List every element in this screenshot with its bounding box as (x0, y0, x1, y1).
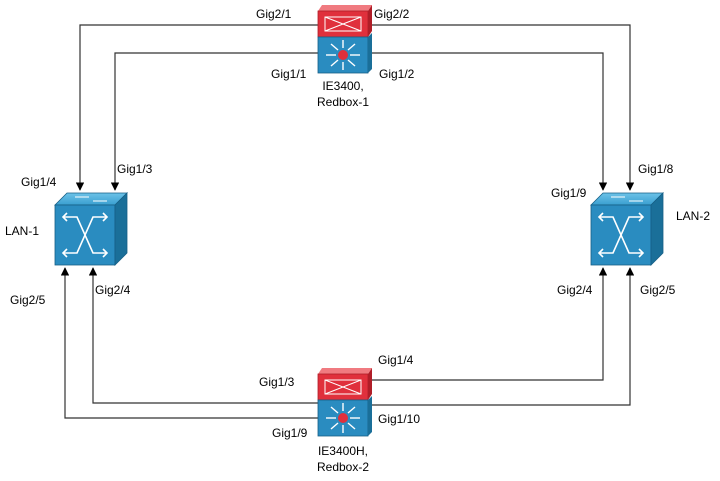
redbox-2-device[interactable] (317, 368, 372, 437)
port-label: Gig2/4 (557, 283, 593, 297)
redbox-1-device[interactable] (317, 5, 372, 74)
port-label: Gig1/10 (378, 412, 420, 426)
port-label: Gig2/4 (95, 283, 131, 297)
multilayer-switch-icon (317, 33, 372, 74)
lan-1-label: LAN-1 (5, 224, 39, 238)
redbox-1-caption-line1: IE3400, (322, 79, 363, 93)
port-label: Gig1/3 (259, 375, 295, 389)
firewall-icon (317, 5, 372, 38)
port-label: Gig2/5 (640, 283, 676, 297)
link-r2-gig1-4-to-lan2-gig2-4 (372, 267, 608, 381)
links (60, 24, 635, 419)
redbox-1-caption-line2: Redbox-1 (317, 95, 369, 109)
redbox-2-caption-line2: Redbox-2 (317, 460, 369, 474)
switch-arrows-icon (61, 212, 109, 258)
switch-top-face (590, 192, 664, 206)
port-label: Gig2/2 (374, 7, 410, 21)
link-r2-gig1-9-to-lan1-gig2-5 (60, 267, 318, 419)
lan-2-label: LAN-2 (676, 209, 710, 223)
redbox-2-caption-line1: IE3400H, (318, 444, 368, 458)
switch-side-face (650, 192, 664, 266)
switch-side-face (114, 192, 128, 266)
link-r2-gig1-10-to-lan2-gig2-5 (372, 267, 635, 406)
multilayer-switch-icon (317, 396, 372, 437)
lan-1-switch[interactable] (54, 192, 128, 266)
link-r1-gig1-2-to-lan2-gig1-9 (372, 52, 608, 191)
port-label: Gig1/4 (378, 353, 414, 367)
switch-arrows-icon (597, 212, 645, 258)
link-r1-gig2-2-to-lan2-gig1-8 (372, 24, 635, 191)
port-label: Gig1/1 (271, 67, 307, 81)
link-r1-gig1-1-to-lan1-gig1-3 (110, 52, 318, 191)
port-label: Gig1/3 (117, 162, 153, 176)
switch-top-face (54, 192, 128, 206)
port-label: Gig1/2 (379, 67, 415, 81)
link-r2-gig1-3-to-lan1-gig2-4 (88, 267, 318, 404)
port-label: Gig2/1 (256, 7, 292, 21)
link-r1-gig2-1-to-lan1-gig1-4 (75, 24, 318, 191)
port-labels: Gig2/1 Gig2/2 Gig1/1 Gig1/2 Gig1/4 Gig1/… (10, 7, 676, 440)
port-label: Gig1/9 (272, 426, 308, 440)
port-label: Gig1/8 (638, 162, 674, 176)
firewall-icon (317, 368, 372, 401)
port-label: Gig1/9 (551, 186, 587, 200)
port-label: Gig2/5 (10, 293, 46, 307)
port-label: Gig1/4 (21, 175, 57, 189)
lan-2-switch[interactable] (590, 192, 664, 266)
